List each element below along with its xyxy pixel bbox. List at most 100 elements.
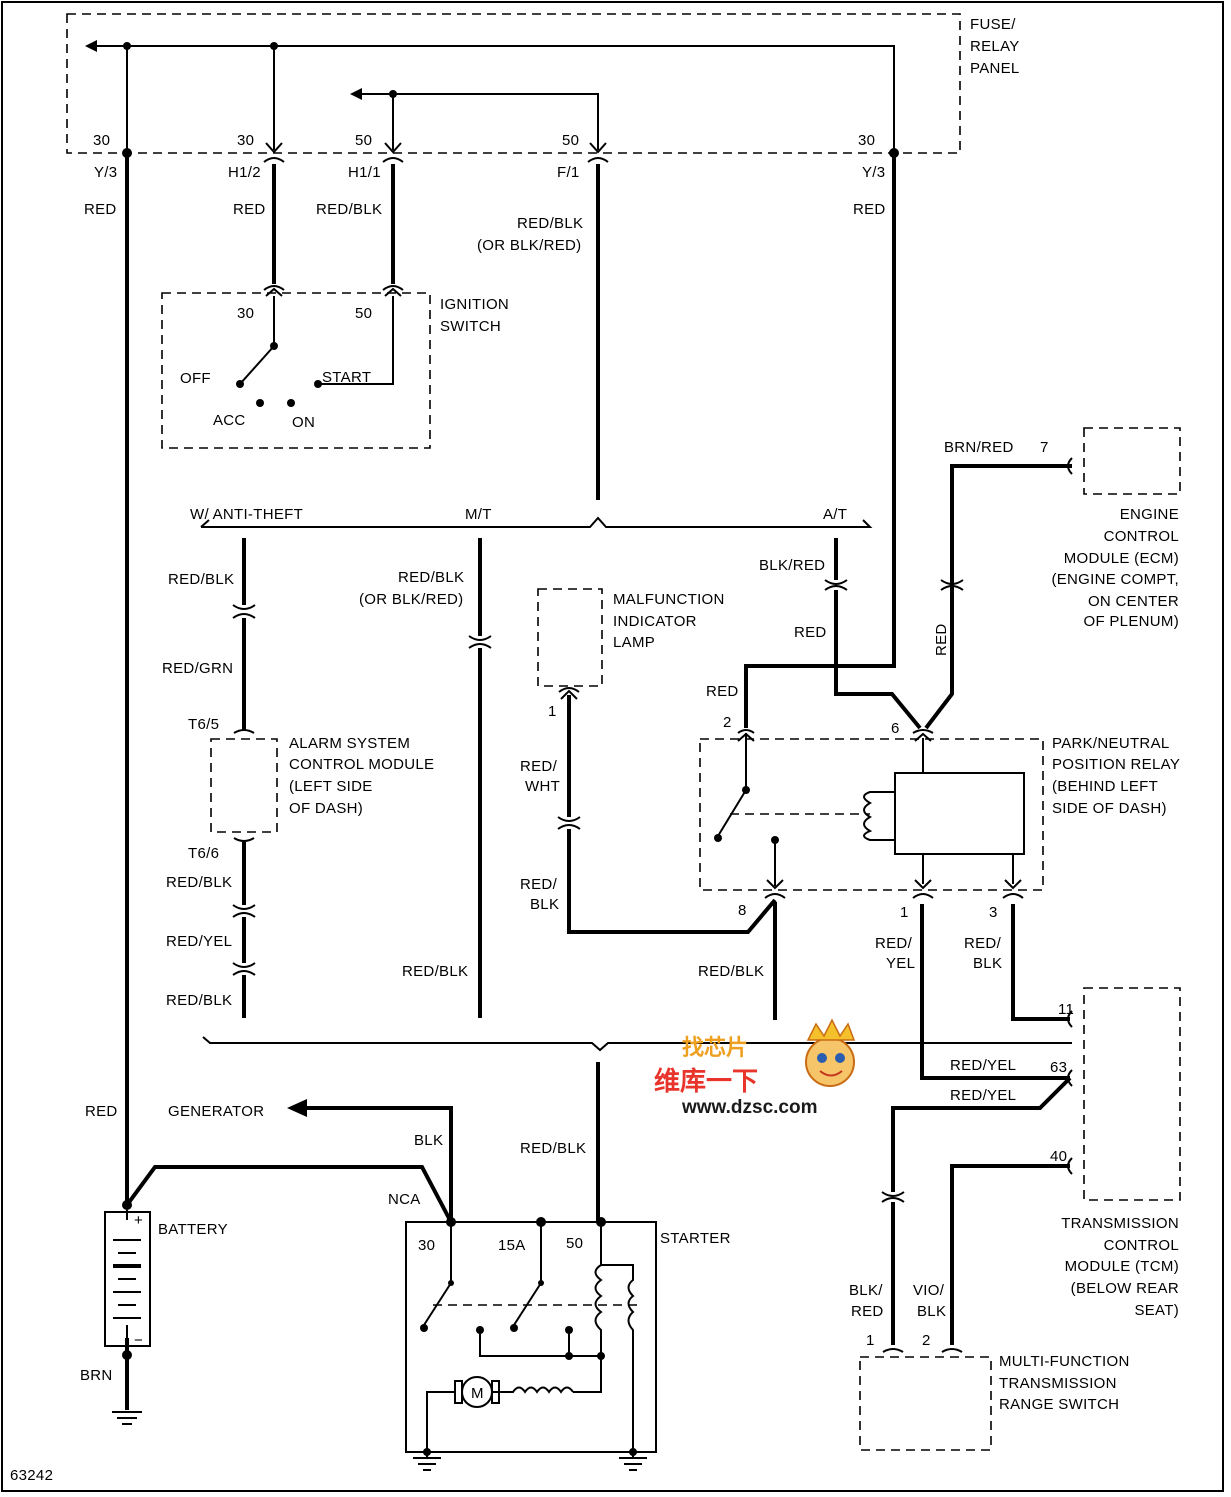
wire-label: RED xyxy=(233,201,266,218)
terminal-h1-1: H1/1 xyxy=(348,164,381,181)
wire-label: BLK/RED xyxy=(759,557,825,574)
svg-text:CONTROL MODULE: CONTROL MODULE xyxy=(289,756,434,773)
ignition-on: ON xyxy=(292,414,315,431)
svg-text:MODULE (TCM): MODULE (TCM) xyxy=(1065,1258,1179,1275)
wire-label: RED/GRN xyxy=(162,660,233,677)
wire-label: YEL xyxy=(886,955,915,972)
svg-text:2: 2 xyxy=(723,714,732,731)
svg-text:40: 40 xyxy=(1050,1148,1067,1165)
ignition-start: START xyxy=(322,369,371,386)
svg-text:3: 3 xyxy=(989,904,998,921)
wire-label: RED/ xyxy=(520,758,558,775)
wire-label: BLK xyxy=(917,1303,946,1320)
battery-minus: − xyxy=(134,1332,143,1349)
tcm-label: TRANSMISSION CONTROL MODULE (TCM) (BELOW… xyxy=(1061,1215,1179,1319)
svg-text:ON CENTER: ON CENTER xyxy=(1088,593,1179,610)
ignition-label-1: IGNITION xyxy=(440,296,509,313)
alarm-label: ALARM SYSTEM CONTROL MODULE (LEFT SIDE O… xyxy=(289,735,434,817)
svg-text:(ENGINE COMPT,: (ENGINE COMPT, xyxy=(1051,571,1179,588)
fuse-relay-panel xyxy=(66,13,961,163)
wire-label: RED/ xyxy=(875,935,913,952)
terminal-30-c: 30 xyxy=(858,132,875,149)
ignition-label-2: SWITCH xyxy=(440,318,501,335)
starter-t50: 50 xyxy=(566,1235,583,1252)
battery-plus: + xyxy=(134,1212,143,1229)
watermark-logo: 找芯片 维库一下 www.dzsc.com xyxy=(654,1018,856,1118)
branch-mt: M/T xyxy=(465,506,492,523)
wire-label: BRN xyxy=(80,1367,113,1384)
wire-label: RED/BLK xyxy=(398,569,464,586)
svg-text:ALARM SYSTEM: ALARM SYSTEM xyxy=(289,735,410,752)
ecm-label: ENGINE CONTROL MODULE (ECM) (ENGINE COMP… xyxy=(1051,506,1179,630)
generator-label: GENERATOR xyxy=(168,1103,264,1120)
svg-text:SEAT): SEAT) xyxy=(1134,1302,1179,1319)
wire-label: BLK xyxy=(973,955,1002,972)
wire-label: WHT xyxy=(525,778,560,795)
svg-text:OF PLENUM): OF PLENUM) xyxy=(1083,613,1179,630)
alarm-pin-bottom: T6/6 xyxy=(188,845,219,862)
svg-text:POSITION RELAY: POSITION RELAY xyxy=(1052,756,1180,773)
svg-text:8: 8 xyxy=(738,902,747,919)
inline-connectors xyxy=(232,285,1073,1203)
terminal-y3-b: Y/3 xyxy=(862,164,885,181)
mil-pin: 1 xyxy=(548,703,557,720)
alarm-module-box xyxy=(210,729,278,842)
svg-text:MULTI-FUNCTION: MULTI-FUNCTION xyxy=(999,1353,1130,1370)
fuse-panel-label-1: FUSE/ xyxy=(970,16,1016,33)
svg-text:PARK/NEUTRAL: PARK/NEUTRAL xyxy=(1052,735,1170,752)
wire-label: RED/BLK xyxy=(166,874,232,891)
svg-text:RANGE SWITCH: RANGE SWITCH xyxy=(999,1396,1119,1413)
ignition-acc: ACC xyxy=(213,412,246,429)
svg-text:维库一下: 维库一下 xyxy=(654,1066,758,1097)
svg-text:MODULE (ECM): MODULE (ECM) xyxy=(1064,550,1179,567)
wire-label: (OR BLK/RED) xyxy=(477,237,581,254)
svg-text:MALFUNCTION: MALFUNCTION xyxy=(613,591,725,608)
wire-label: BLK xyxy=(414,1132,443,1149)
battery xyxy=(104,1210,151,1425)
terminal-30-a: 30 xyxy=(93,132,110,149)
svg-text:SIDE OF DASH): SIDE OF DASH) xyxy=(1052,800,1167,817)
svg-text:1: 1 xyxy=(900,904,909,921)
wire-label: BLK xyxy=(530,896,559,913)
ignition-switch xyxy=(161,292,431,449)
wire-label: RED/BLK xyxy=(316,201,382,218)
wire-label: (OR BLK/RED) xyxy=(359,591,463,608)
branch-anti-theft: W/ ANTI-THEFT xyxy=(190,506,303,523)
motor-symbol: M xyxy=(471,1385,484,1402)
wire-label: BRN/RED xyxy=(944,439,1014,456)
wire-label: RED/BLK xyxy=(520,1140,586,1157)
mfs-label: MULTI-FUNCTION TRANSMISSION RANGE SWITCH xyxy=(999,1353,1130,1413)
svg-text:6: 6 xyxy=(891,720,900,737)
ecm-pin: 7 xyxy=(1040,439,1049,456)
svg-text:(LEFT SIDE: (LEFT SIDE xyxy=(289,778,373,795)
terminal-h1-2: H1/2 xyxy=(228,164,261,181)
wire-label: RED xyxy=(706,683,739,700)
wire-label: RED/ xyxy=(520,876,558,893)
pn-relay-pins: 2 6 8 1 3 xyxy=(723,714,998,921)
svg-text:INDICATOR: INDICATOR xyxy=(613,613,697,630)
starter-t15a: 15A xyxy=(498,1237,526,1254)
svg-text:(BEHIND LEFT: (BEHIND LEFT xyxy=(1052,778,1158,795)
wire-label: RED xyxy=(853,201,886,218)
svg-text:LAMP: LAMP xyxy=(613,634,655,651)
ecm-box xyxy=(1083,427,1181,495)
mil-box xyxy=(537,588,603,700)
ignition-off: OFF xyxy=(180,370,211,387)
wire-label: BLK/ xyxy=(849,1282,883,1299)
svg-text:63: 63 xyxy=(1050,1059,1067,1076)
mfs-pin-2: 2 xyxy=(922,1332,931,1349)
wire-label: NCA xyxy=(388,1191,421,1208)
wire-label: VIO/ xyxy=(913,1282,945,1299)
wire-label: RED/ xyxy=(964,935,1002,952)
wire-label: RED/BLK xyxy=(166,992,232,1009)
svg-text:(BELOW REAR: (BELOW REAR xyxy=(1071,1280,1179,1297)
svg-text:TRANSMISSION: TRANSMISSION xyxy=(999,1375,1117,1392)
wire-label: RED/BLK xyxy=(402,963,468,980)
battery-label: BATTERY xyxy=(158,1221,228,1238)
svg-text:OF DASH): OF DASH) xyxy=(289,800,363,817)
wire-labels: RED RED RED/BLK RED/BLK (OR BLK/RED) RED… xyxy=(80,201,1016,1384)
svg-text:CONTROL: CONTROL xyxy=(1104,528,1179,545)
